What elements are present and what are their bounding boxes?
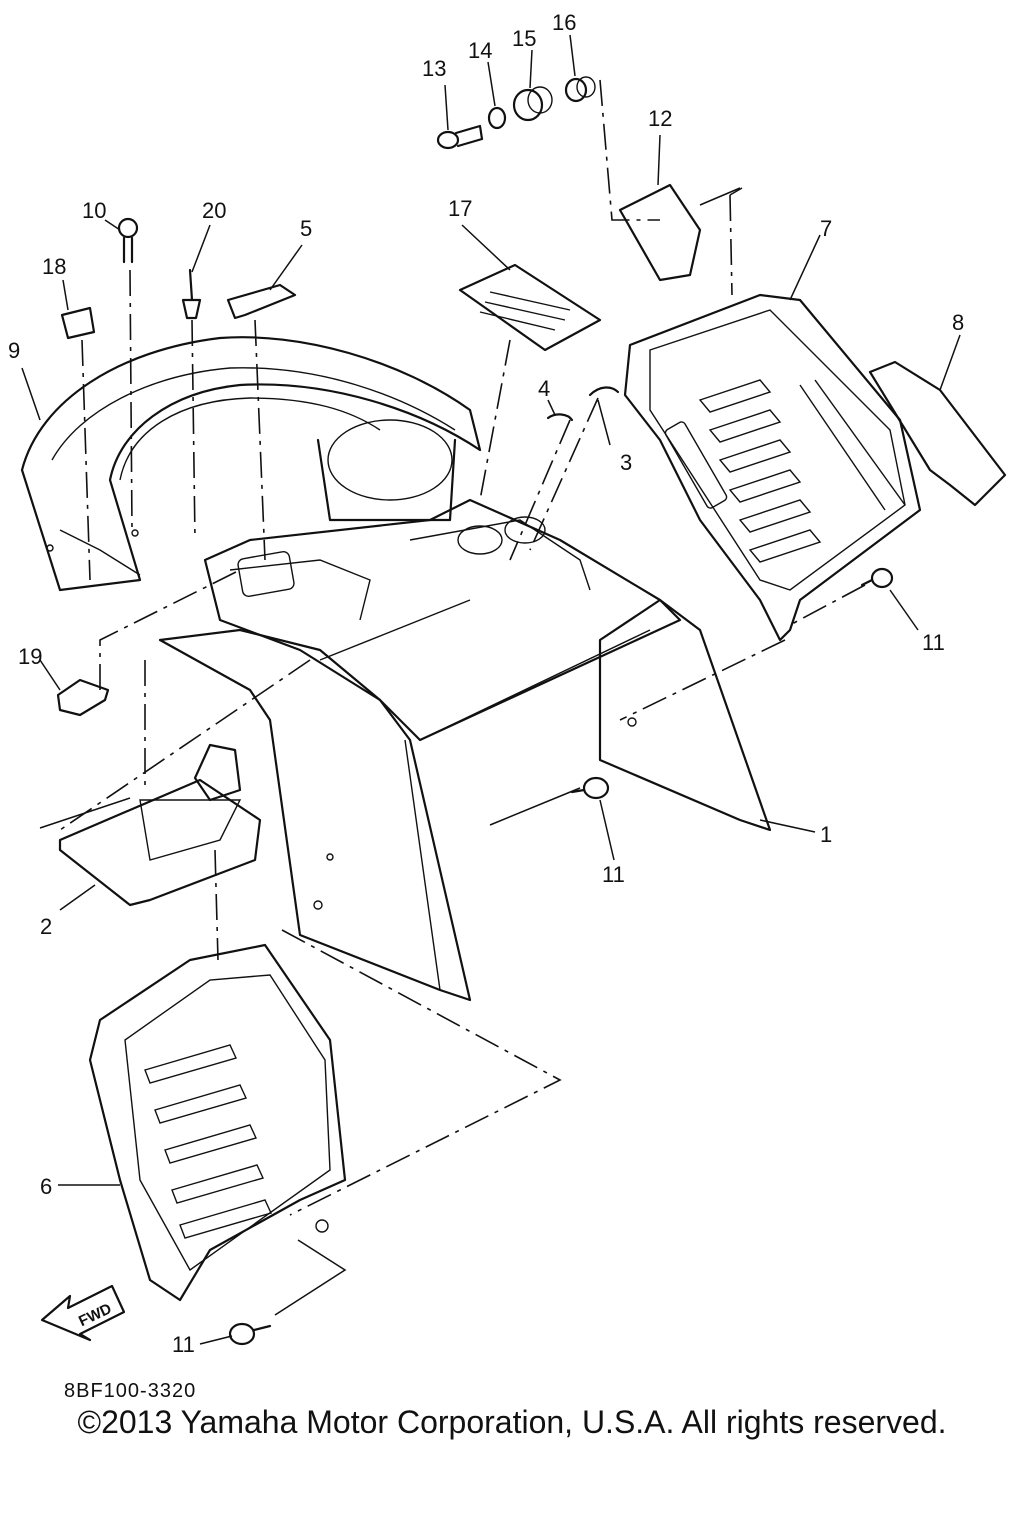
callout-14: 14 bbox=[468, 38, 492, 63]
callout-12: 12 bbox=[648, 106, 672, 131]
callout-3: 3 bbox=[620, 450, 632, 475]
callout-2: 2 bbox=[40, 914, 52, 939]
part-9-front-fender bbox=[20, 336, 482, 592]
callout-19: 19 bbox=[18, 644, 42, 669]
callout-16: 16 bbox=[552, 10, 576, 35]
callout-10: 10 bbox=[82, 198, 106, 223]
callout-4: 4 bbox=[538, 376, 550, 401]
fwd-arrow-icon: FWD bbox=[40, 1284, 126, 1342]
callout-1: 1 bbox=[820, 822, 832, 847]
part-10-screw bbox=[117, 217, 139, 264]
part-19-clamp bbox=[56, 678, 110, 717]
part-6-lower-panel bbox=[88, 943, 347, 1302]
callout-8: 8 bbox=[952, 310, 964, 335]
assembly-lines bbox=[39, 79, 866, 1316]
part-3-grommet bbox=[588, 386, 620, 397]
part-12-bracket bbox=[618, 183, 702, 282]
callout-11-center: 11 bbox=[602, 862, 625, 887]
part-7-right-panel bbox=[623, 293, 922, 642]
part-13-bolt bbox=[436, 124, 484, 150]
part-16-collar bbox=[564, 76, 596, 103]
part-11-bolt-b bbox=[570, 776, 610, 800]
part-4-grommet bbox=[546, 413, 574, 422]
part-8-strip bbox=[868, 360, 1007, 507]
part-11-bolt-a bbox=[860, 567, 894, 589]
part-11-bolt-c bbox=[228, 1322, 272, 1346]
callout-11-bottom: 11 bbox=[172, 1332, 195, 1357]
copyright-notice: ©2013 Yamaha Motor Corporation, U.S.A. A… bbox=[77, 1404, 947, 1440]
callout-5: 5 bbox=[300, 216, 312, 241]
part-7-louvers bbox=[698, 379, 822, 563]
leader-lines bbox=[21, 34, 961, 1345]
part-2-cover bbox=[58, 743, 262, 907]
callout-15: 15 bbox=[512, 26, 536, 51]
part-20-clip bbox=[181, 268, 202, 320]
diagram-code: 8BF100-3320 bbox=[64, 1380, 196, 1402]
callout-labels: 1 2 3 4 5 6 7 8 9 10 11 11 11 12 13 14 1… bbox=[8, 10, 964, 1357]
part-6-louvers bbox=[144, 1044, 272, 1239]
part-15-bushing bbox=[512, 86, 553, 122]
part-1-body-cowling bbox=[158, 419, 772, 1002]
callout-9: 9 bbox=[8, 338, 20, 363]
part-5-lid bbox=[226, 283, 297, 320]
part-14-washer bbox=[487, 106, 507, 130]
part-18-cap bbox=[60, 306, 96, 340]
callout-6: 6 bbox=[40, 1174, 52, 1199]
callout-7: 7 bbox=[820, 216, 832, 241]
callout-18: 18 bbox=[42, 254, 66, 279]
callout-11-right: 11 bbox=[922, 630, 945, 655]
part-17-plate bbox=[458, 263, 602, 352]
callout-13: 13 bbox=[422, 56, 446, 81]
callout-17: 17 bbox=[448, 196, 472, 221]
callout-20: 20 bbox=[202, 198, 226, 223]
